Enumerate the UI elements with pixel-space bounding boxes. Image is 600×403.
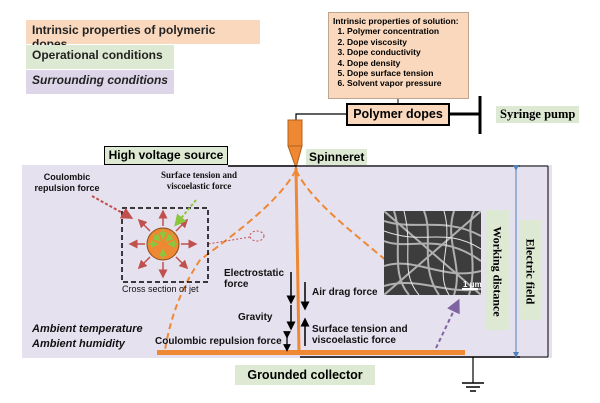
cross-section-pointer [207, 236, 251, 245]
jet-highlight [249, 230, 265, 242]
working-distance-label: Working distance [485, 210, 509, 330]
spinneret-label: Spinneret [306, 149, 368, 165]
surrounding-pointer [435, 298, 460, 349]
legend-intrinsic: Intrinsic properties of polymeric dopes [26, 20, 260, 51]
high-voltage-label: High voltage source [104, 146, 228, 165]
ambient-humidity-label: Ambient humidity [32, 338, 125, 350]
legend-surrounding: Surrounding conditions [26, 70, 174, 94]
whip-right [295, 169, 389, 263]
jet-straight [294, 167, 301, 353]
working-distance-text: Working distance [490, 226, 505, 317]
solution-property-item: Dope density [347, 58, 464, 68]
solution-property-item: Dope conductivity [347, 47, 464, 57]
grounded-collector-label: Grounded collector [235, 365, 375, 385]
whip-left [199, 169, 297, 261]
collector-plate [157, 350, 465, 355]
gravity-label: Gravity [238, 312, 273, 323]
solution-properties-box: Intrinsic properties of solution: Polyme… [328, 12, 469, 99]
solution-properties-list: Polymer concentration Dope viscosity Dop… [333, 26, 464, 88]
cross-section-box [121, 207, 209, 283]
surface-tension-arrows [148, 229, 178, 259]
air-drag-label: Air drag force [312, 287, 378, 298]
feed-tube [295, 113, 346, 120]
coulombic-force-label: Coulombic repulsion force [34, 172, 100, 193]
legend-operational: Operational conditions [26, 45, 174, 69]
solution-properties-title: Intrinsic properties of solution: [333, 16, 459, 26]
electric-field-label: Electric field [519, 220, 541, 320]
solution-property-item: Dope viscosity [347, 37, 464, 47]
solution-property-item: Dope surface tension [347, 68, 464, 78]
coulombic-pointer [91, 195, 134, 219]
cross-section-label: Cross section of jet [122, 284, 199, 294]
polymer-dopes-box: Polymer dopes [346, 103, 450, 126]
syringe-pump-label: Syringe pump [496, 106, 580, 123]
surface-pointer [174, 199, 197, 227]
spinneret-body [287, 119, 303, 147]
coulombic-force-label-2: Coulombic repulsion force [155, 336, 282, 347]
sem-scale-label: 1 μm [463, 280, 482, 289]
surface-tension-label-2: Surface tension and viscoelastic force [312, 324, 408, 346]
electric-field-text: Electric field [523, 238, 538, 305]
solution-property-item: Solvent vapor pressure [347, 78, 464, 88]
whip-left-lower [164, 259, 201, 351]
surface-tension-label: Surface tension and viscoelastic force [160, 170, 237, 191]
nanofiber-texture [384, 211, 481, 295]
sem-image [384, 211, 481, 295]
solution-property-item: Polymer concentration [347, 26, 464, 36]
ambient-temperature-label: Ambient temperature [32, 323, 143, 335]
electrostatic-force-label: Electrostatic force [224, 268, 285, 290]
spinneret-tip [287, 145, 303, 170]
